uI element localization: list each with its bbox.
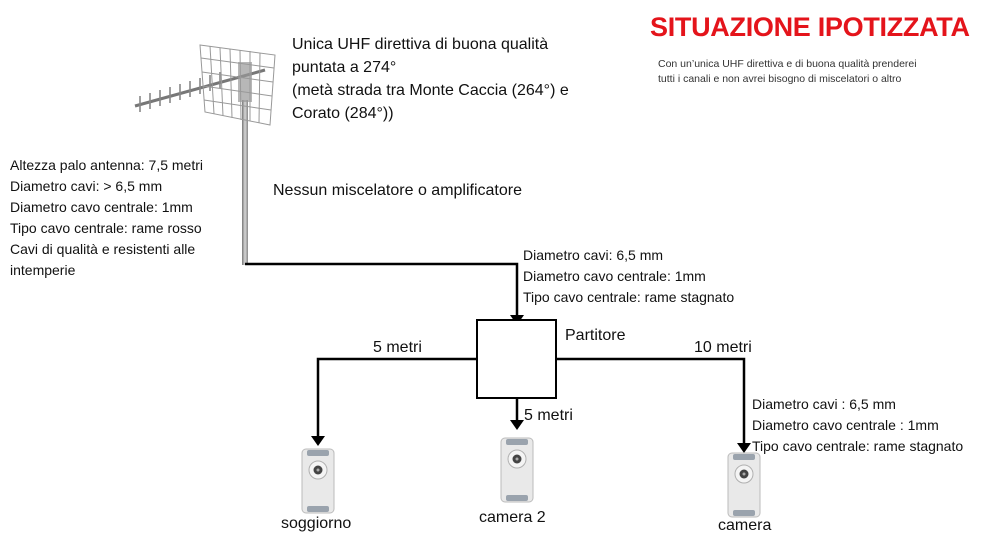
right-cable-spec: Diametro cavi : 6,5 mm (752, 396, 896, 412)
tv-outlet-icon (500, 437, 534, 503)
antenna-spec-line: Altezza palo antenna: 7,5 metri (10, 157, 204, 173)
tv-outlet-icon (727, 452, 761, 518)
no-mixer-label: Nessun miscelatore o amplificatore (273, 182, 522, 199)
note-text: Con un’unica UHF direttiva e di buona qu… (658, 57, 917, 87)
page-title: SITUAZIONE IPOTIZZATA (650, 12, 970, 42)
antenna-spec-line: Diametro cavi: > 6,5 mm (10, 178, 163, 194)
antenna-desc-line: Unica UHF direttiva di buona qualità (292, 36, 549, 53)
length-center-label: 5 metri (524, 407, 573, 424)
outlet-label-camera-2: camera 2 (479, 509, 546, 526)
antenna-desc-line: puntata a 274° (292, 59, 397, 76)
length-left-label: 5 metri (373, 339, 422, 356)
outlet-label-soggiorno: soggiorno (281, 515, 352, 532)
antenna-desc-line: Corato (284°)) (292, 105, 394, 122)
antenna-spec-line: Diametro cavo centrale: 1mm (10, 199, 193, 215)
main-cable-spec: Diametro cavo centrale: 1mm (523, 268, 706, 284)
antenna-desc-line: (metà strada tra Monte Caccia (264°) e (292, 82, 569, 99)
antenna-spec-line: intemperie (10, 262, 76, 278)
right-cable-spec: Tipo cavo centrale: rame stagnato (752, 438, 964, 454)
main-cable-spec: Tipo cavo centrale: rame stagnato (523, 289, 735, 305)
arrow-heads (311, 315, 751, 453)
note-line: Con un’unica UHF direttiva e di buona qu… (658, 58, 917, 70)
antenna-spec-line: Tipo cavo centrale: rame rosso (10, 220, 202, 236)
length-right-label: 10 metri (694, 339, 752, 356)
splitter-box (476, 319, 557, 399)
uhf-antenna-icon (134, 44, 276, 265)
main-cable-spec: Diametro cavi: 6,5 mm (523, 247, 664, 263)
antenna-spec-line: Cavi di qualità e resistenti alle (10, 241, 196, 257)
tv-outlet-icon (301, 448, 335, 514)
note-line: tutti i canali e non avrei bisogno di mi… (658, 73, 902, 85)
splitter-label: Partitore (565, 327, 626, 344)
right-cable-spec: Diametro cavo centrale : 1mm (752, 417, 939, 433)
outlet-label-camera: camera (718, 517, 772, 534)
